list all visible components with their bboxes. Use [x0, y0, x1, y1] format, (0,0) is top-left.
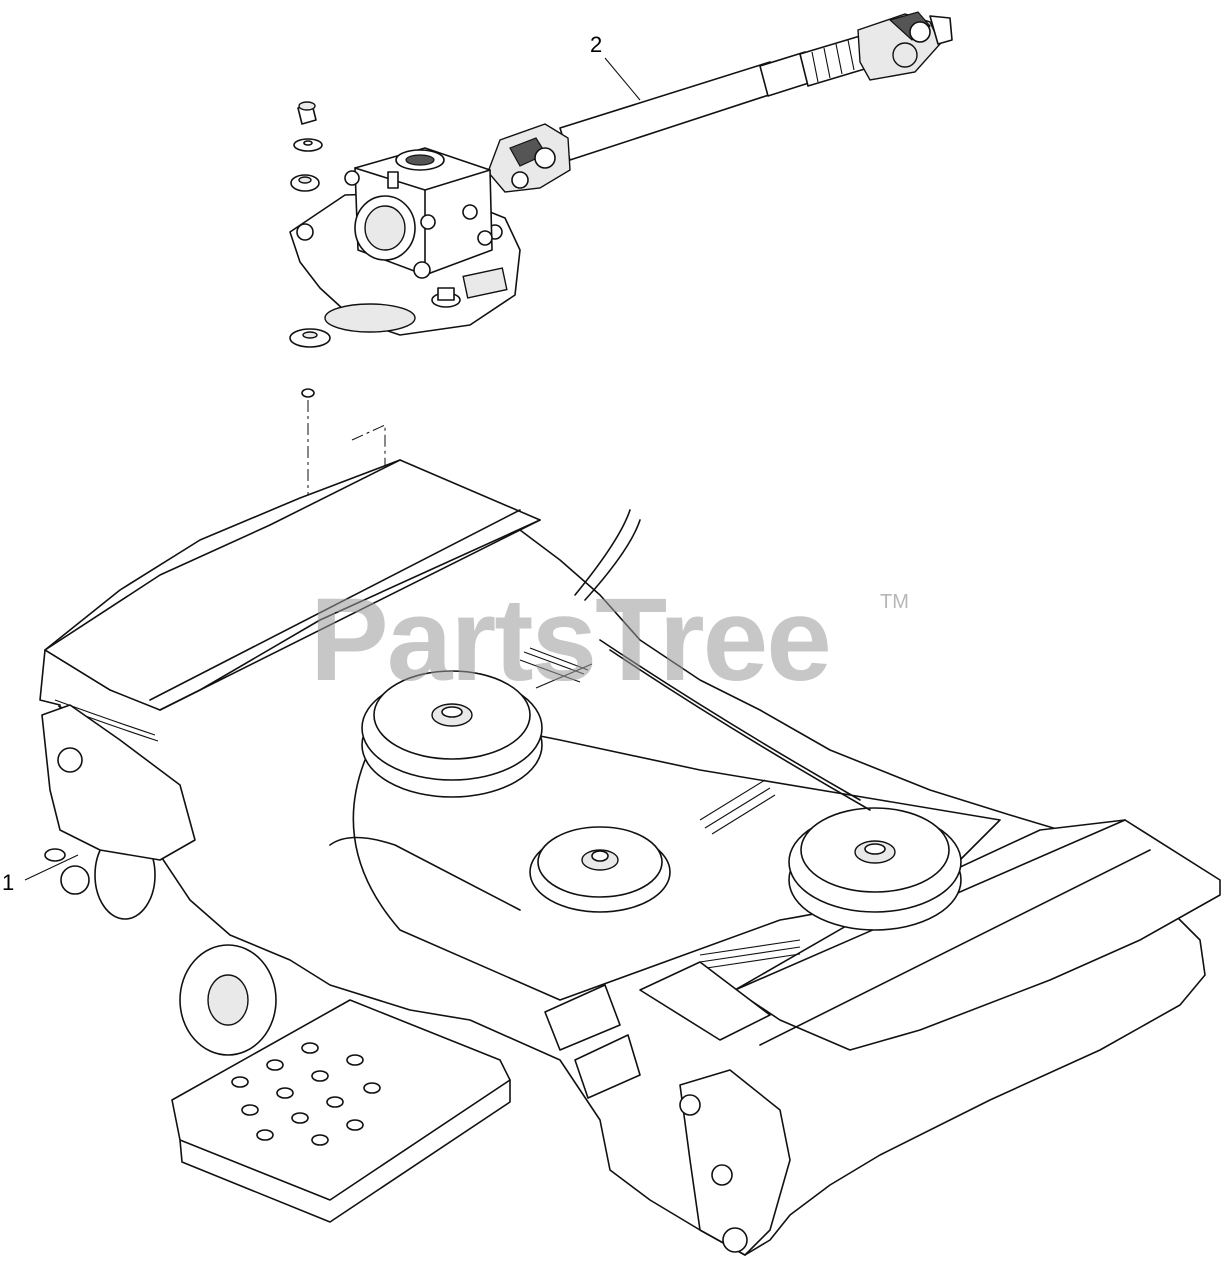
left-roller-bracket: [41, 704, 196, 895]
watermark-text: PartsTree: [310, 574, 830, 706]
watermark: PartsTree TM: [310, 574, 909, 706]
gearbox-assembly: [289, 147, 521, 336]
left-spindle-pulley: [361, 670, 543, 798]
warning-decals: [544, 961, 771, 1099]
right-front-bracket: [679, 1069, 791, 1256]
control-cables: [574, 509, 871, 811]
watermark-trademark: TM: [880, 591, 909, 613]
left-gauge-wheels: [94, 830, 277, 1056]
callout-2: 2: [590, 32, 641, 101]
callout-2-label: 2: [590, 32, 602, 57]
callout-1: 1: [2, 854, 79, 895]
step-plate: [171, 999, 511, 1223]
tension-springs: [519, 647, 801, 970]
driveshaft-assembly: [487, 11, 953, 193]
hardware-stack: [289, 101, 331, 398]
mower-deck: [39, 459, 1221, 1256]
idler-pulley: [529, 826, 671, 913]
callout-1-label: 1: [2, 870, 14, 895]
right-spindle-pulley: [788, 807, 962, 931]
